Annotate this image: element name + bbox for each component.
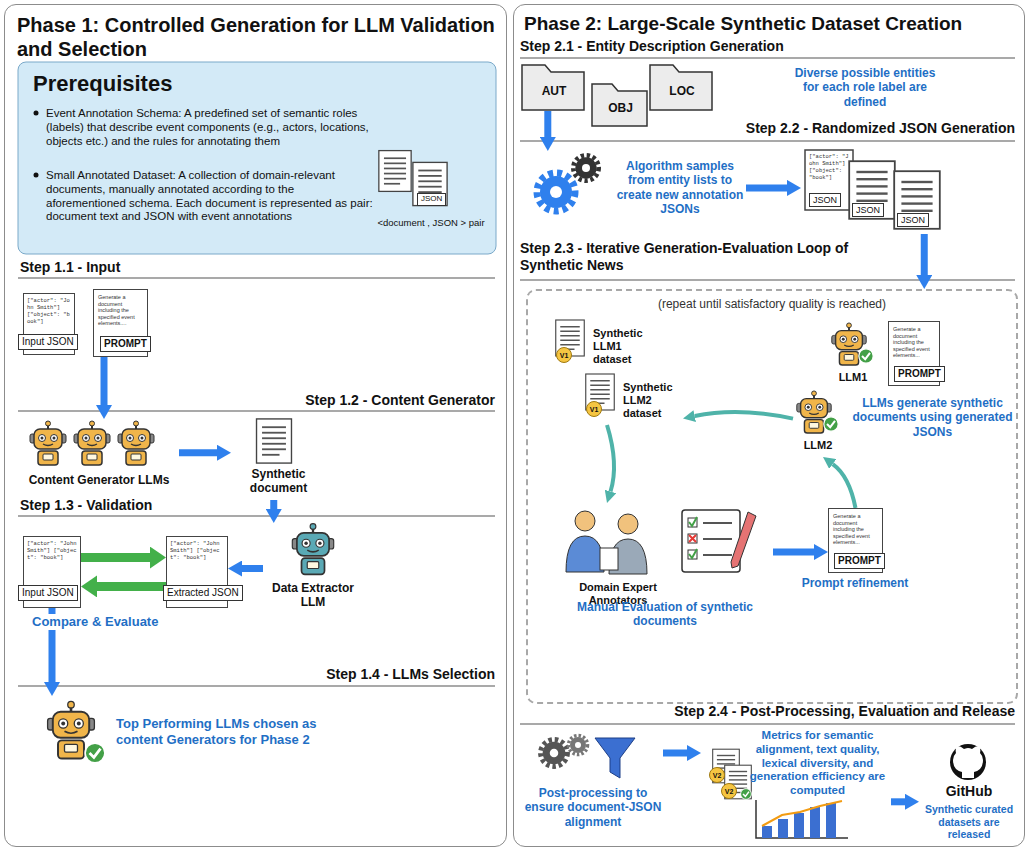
flow-arrow bbox=[746, 184, 787, 191]
json-document: ["actor": "John Smith"] ["object": "book… bbox=[166, 536, 228, 608]
flow-arrow bbox=[544, 111, 551, 137]
node-text: Generate a document including the specif… bbox=[833, 513, 880, 546]
node-text: ["actor": "John Smith"] ["object": "book… bbox=[809, 154, 849, 182]
llm-robot: LLM2 bbox=[793, 393, 843, 457]
node-text: Input JSON bbox=[18, 585, 78, 601]
dataset: Synthetic LLM2 datasetV1 bbox=[588, 375, 683, 425]
extractor-llm: Data Extractor LLM bbox=[263, 523, 363, 614]
post-processing: Post-processing to ensure document-JSON … bbox=[523, 731, 663, 841]
node-text: Top Performing LLMs chosen as content Ge… bbox=[116, 716, 346, 747]
evaluation-metrics: Metrics for semantic alignment, text qua… bbox=[701, 729, 891, 841]
llm-group: Content Generator LLMs bbox=[19, 419, 179, 494]
node-text: Post-processing to ensure document-JSON … bbox=[523, 786, 663, 829]
label-text: JSON bbox=[417, 193, 446, 206]
node-text: JSON bbox=[897, 213, 929, 227]
label-text: Step 1.3 - Validation bbox=[20, 497, 320, 514]
release: GitHubSynthetic curated datasets are rel… bbox=[919, 743, 1019, 845]
label-text: Step 1.1 - Input bbox=[20, 259, 320, 276]
flow-arrow bbox=[695, 412, 793, 419]
flow-arrow bbox=[921, 234, 928, 275]
node-text: Synthetic LLM2 dataset bbox=[623, 381, 683, 421]
node-text: PROMPT bbox=[894, 366, 945, 382]
label-text: Compare & Evaluate bbox=[30, 614, 194, 630]
flow-arrow bbox=[607, 425, 614, 492]
entity-folder: AUT bbox=[523, 66, 585, 111]
flow-arrow bbox=[270, 500, 277, 509]
node-text: Synthetic document bbox=[231, 467, 326, 496]
label-text: Manual Evaluation of synthetic documents bbox=[565, 600, 765, 629]
node-text: ["actor": "John Smith"] ["object": "book… bbox=[27, 541, 79, 562]
prompt-document: Generate a document including the specif… bbox=[828, 508, 883, 573]
node-text: Small Annotated Dataset: A collection of… bbox=[46, 169, 376, 224]
flow-arrow bbox=[891, 798, 905, 805]
node-text: LLM1 bbox=[828, 371, 878, 384]
node-text: Generate a document including the specif… bbox=[98, 294, 145, 327]
node-text: Data Extractor LLM bbox=[263, 581, 363, 610]
label-text: Step 1.2 - Content Generator bbox=[215, 392, 495, 409]
node-text: V1 bbox=[586, 401, 602, 417]
entity-folder: OBJ bbox=[593, 85, 648, 127]
node-text: ["actor": "John Smith"] ["object": "book… bbox=[170, 541, 226, 562]
node-text: Prerequisites bbox=[33, 71, 333, 97]
flow-arrow bbox=[773, 549, 814, 556]
label-text: <document , JSON > pair bbox=[366, 217, 496, 228]
node-text: Synthetic LLM1 dataset bbox=[593, 327, 653, 367]
node-text: Event Annotation Schema: A predefined se… bbox=[46, 107, 376, 148]
algorithm-step: Algorithm samples from entity lists to c… bbox=[521, 151, 746, 233]
node-text: Extracted JSON bbox=[163, 585, 243, 601]
node-text: Algorithm samples from entity lists to c… bbox=[616, 159, 744, 217]
node-text: ["actor": "John Smith"] ["object": "book… bbox=[27, 298, 73, 326]
flow-arrow bbox=[81, 553, 150, 562]
entity-folder: LOC bbox=[651, 66, 713, 111]
label-text: Step 1.4 - LLMs Selection bbox=[215, 666, 495, 683]
node-text: V2 bbox=[709, 767, 725, 783]
node-text: Generate a document including the specif… bbox=[893, 326, 937, 359]
llm-robot: LLM1 bbox=[828, 325, 878, 389]
node-text: Content Generator LLMs bbox=[19, 473, 179, 487]
phase-panel: Phase 1: Controlled Generation for LLM V… bbox=[4, 4, 507, 847]
loop-box: (repeat until satisfactory quality is re… bbox=[526, 289, 1018, 704]
label-text: Step 2.2 - Randomized JSON Generation bbox=[700, 120, 1015, 137]
synthetic-document: Synthetic document bbox=[231, 419, 326, 500]
node-text: PROMPT bbox=[100, 336, 151, 352]
json-document: ["actor": "John Smith"] ["object": "book… bbox=[23, 536, 81, 608]
label-text: Step 2.3 - Iterative Generation-Evaluati… bbox=[520, 240, 860, 274]
node-text: GitHub bbox=[919, 783, 1019, 800]
json-stack: ["actor": "John Smith"] ["object": "book… bbox=[801, 149, 946, 234]
node-text: LLM2 bbox=[793, 439, 843, 452]
node-text: PROMPT bbox=[834, 553, 885, 569]
node-text: (repeat until satisfactory quality is re… bbox=[528, 297, 1016, 311]
node-text: Metrics for semantic alignment, text qua… bbox=[746, 729, 889, 798]
node-text: Input JSON bbox=[18, 334, 78, 350]
node-text: V1 bbox=[556, 347, 572, 363]
label-text: Prompt refinement bbox=[800, 576, 910, 590]
label-text: Step 2.4 - Post-Processing, Evaluation a… bbox=[600, 703, 1015, 720]
dataset: Synthetic LLM1 datasetV1 bbox=[558, 321, 653, 371]
flow-arrow bbox=[179, 449, 217, 456]
node-text: LOC bbox=[651, 84, 713, 98]
flow-arrow bbox=[101, 357, 108, 405]
node-text: JSON bbox=[852, 203, 884, 217]
flow-arrow bbox=[833, 464, 856, 508]
label-text: Diverse possible entities for each role … bbox=[790, 66, 940, 109]
label-text: Step 2.1 - Entity Description Generation bbox=[520, 38, 920, 55]
node-text: AUT bbox=[523, 84, 585, 98]
node-text: Phase 2: Large-Scale Synthetic Dataset C… bbox=[524, 13, 1019, 36]
json-document: ["actor": "John Smith"] ["object": "book… bbox=[23, 293, 75, 355]
label-text: LLMs generate synthetic documents using … bbox=[850, 396, 1015, 439]
prompt-document: Generate a document including the specif… bbox=[93, 289, 148, 357]
flow-arrow bbox=[242, 565, 263, 572]
selected-llm: Top Performing LLMs chosen as content Ge… bbox=[26, 696, 356, 781]
node-text: Synthetic curated datasets are released bbox=[919, 803, 1019, 841]
flow-arrow bbox=[97, 582, 166, 591]
node-text: Phase 1: Controlled Generation for LLM V… bbox=[17, 13, 497, 61]
prompt-document: Generate a document including the specif… bbox=[888, 321, 940, 386]
node-text: OBJ bbox=[593, 101, 648, 115]
node-text: V2 bbox=[721, 783, 737, 799]
node-text: JSON bbox=[809, 193, 841, 207]
annotators: Domain Expert Annotators bbox=[558, 503, 773, 612]
flow-arrow bbox=[663, 750, 687, 757]
